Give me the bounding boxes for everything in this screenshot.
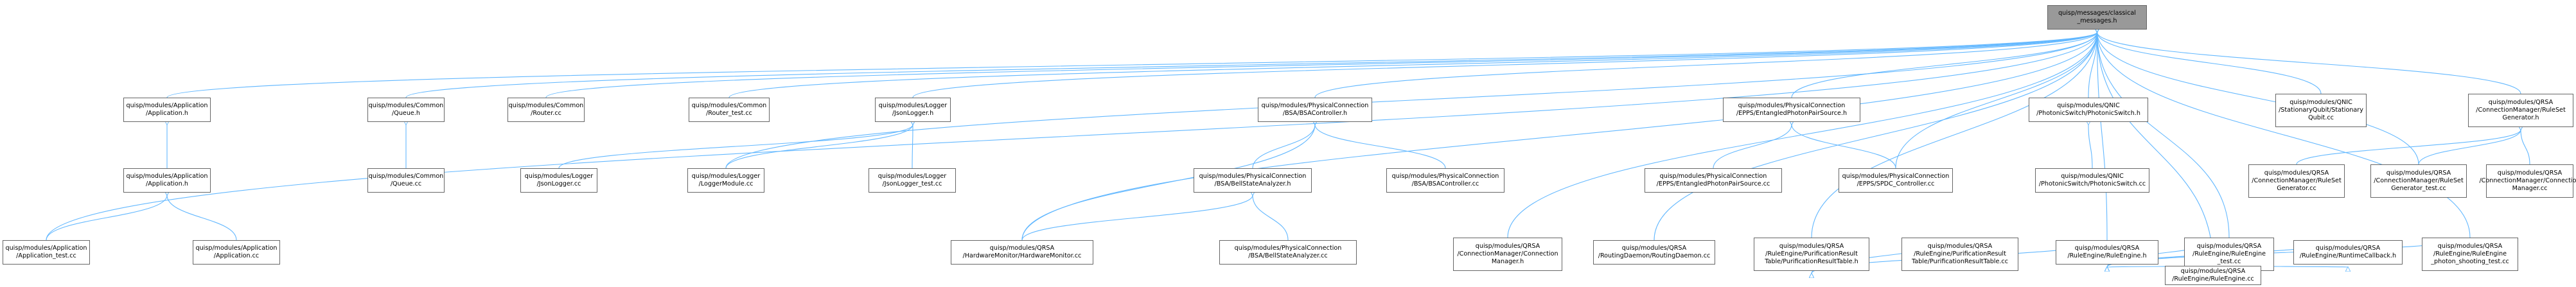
edge-re-cc-to-root	[2097, 32, 2214, 266]
node-cm-h[interactable]: quisp/modules/QRSA /ConnectionManager/Co…	[1453, 238, 1562, 271]
edge-cm-rulesetgen-cc-to-cm-rulesetgen-h	[2296, 130, 2521, 165]
node-purif-cc[interactable]: quisp/modules/QRSA /RuleEngine/Purificat…	[1901, 238, 2018, 271]
edge-routing-daemon-to-root	[1654, 32, 2097, 241]
node-common-queue-cc[interactable]: quisp/modules/Common /Queue.cc	[367, 168, 445, 193]
node-epps-cc[interactable]: quisp/modules/PhysicalConnection /EPPS/E…	[1645, 168, 1782, 193]
edge-qnic-stationary-to-root	[2097, 32, 2322, 94]
edge-bsa-analyzer-cc-to-bsa-analyzer-h	[1253, 195, 1289, 241]
edge-hw-monitor-to-root	[1021, 32, 2097, 241]
node-purif-h[interactable]: quisp/modules/QRSA /RuleEngine/Purificat…	[1754, 238, 1869, 271]
edge-bsa-controller-cc-to-bsa-controller-h	[1315, 125, 1446, 169]
edge-app-test-to-root	[46, 32, 2097, 241]
edge-hw-monitor-to-bsa-analyzer-h	[1021, 195, 1253, 241]
node-qnic-switch-cc[interactable]: quisp/modules/QNIC /PhotonicSwitch/Photo…	[2035, 168, 2149, 193]
node-re-test[interactable]: quisp/modules/QRSA /RuleEngine/RuleEngin…	[2184, 238, 2274, 271]
node-epps-h[interactable]: quisp/modules/PhysicalConnection /EPPS/E…	[1723, 98, 1860, 122]
node-bsa-analyzer-cc[interactable]: quisp/modules/PhysicalConnection /BSA/Be…	[1219, 240, 1357, 265]
edge-logger-test-to-logger-h	[912, 125, 913, 169]
node-re-h[interactable]: quisp/modules/QRSA /RuleEngine/RuleEngin…	[2056, 240, 2158, 265]
edge-spdc-to-epps-h	[1792, 125, 1896, 169]
edge-epps-cc-to-epps-h	[1713, 125, 1792, 169]
node-bsa-analyzer-h[interactable]: quisp/modules/PhysicalConnection /BSA/Be…	[1194, 168, 1312, 193]
edge-common-router-cc-to-root	[545, 32, 2097, 98]
edge-cm-rulesetgen-test-to-root	[2097, 32, 2419, 165]
node-hw-monitor[interactable]: quisp/modules/QRSA /HardwareMonitor/Hard…	[951, 240, 1093, 265]
edge-cm-cc-to-cm-rulesetgen-h	[2521, 130, 2530, 165]
node-logger-test[interactable]: quisp/modules/Logger /JsonLogger_test.cc	[869, 168, 956, 193]
edge-logger-cc-to-logger-h	[558, 125, 913, 169]
edge-logger-module-to-logger-h	[725, 125, 913, 169]
node-logger-h[interactable]: quisp/modules/Logger /JsonLogger.h	[875, 98, 951, 122]
edge-re-shooting-to-re-h	[2107, 237, 2471, 267]
node-common-router-test[interactable]: quisp/modules/Common /Router_test.cc	[689, 98, 770, 122]
node-root[interactable]: quisp/messages/classical _messages.h	[2047, 5, 2147, 30]
edge-purif-h-to-root	[1811, 32, 2097, 238]
edge-app-h-to-root	[166, 32, 2097, 98]
edge-common-queue-h-to-root	[405, 32, 2097, 98]
node-bsa-controller-h[interactable]: quisp/modules/PhysicalConnection /BSA/BS…	[1258, 98, 1372, 122]
edge-re-shooting-to-root	[2097, 32, 2471, 238]
edge-cm-rulesetgen-h-to-root	[2097, 32, 2521, 94]
node-re-callback-h[interactable]: quisp/modules/QRSA /RuleEngine/RuntimeCa…	[2293, 240, 2403, 265]
edge-common-router-test-to-root	[728, 32, 2097, 98]
edge-spdc-to-root	[1895, 32, 2097, 169]
node-qnic-switch-h[interactable]: quisp/modules/QNIC /PhotonicSwitch/Photo…	[2029, 98, 2148, 122]
node-app-h2[interactable]: quisp/modules/Application /Application.h	[123, 168, 211, 193]
node-cm-rulesetgen-cc[interactable]: quisp/modules/QRSA /ConnectionManager/Ru…	[2248, 164, 2345, 198]
node-bsa-controller-cc[interactable]: quisp/modules/PhysicalConnection /BSA/BS…	[1386, 168, 1504, 193]
node-cm-cc[interactable]: quisp/modules/QRSA /ConnectionManager/Co…	[2479, 164, 2576, 198]
node-re-shooting[interactable]: quisp/modules/QRSA /RuleEngine/RuleEngin…	[2422, 238, 2518, 271]
node-app-cc[interactable]: quisp/modules/Application /Application.c…	[193, 240, 280, 265]
node-cm-rulesetgen-test[interactable]: quisp/modules/QRSA /ConnectionManager/Ru…	[2370, 164, 2467, 198]
edge-app-test-to-app-h2	[46, 195, 167, 241]
node-app-h[interactable]: quisp/modules/Application /Application.h	[123, 98, 211, 122]
edge-re-h-to-root	[2097, 32, 2108, 241]
node-common-queue-h[interactable]: quisp/modules/Common /Queue.h	[367, 98, 445, 122]
node-qnic-stationary[interactable]: quisp/modules/QNIC /StationaryQubit/Stat…	[2275, 94, 2367, 127]
node-cm-rulesetgen-h[interactable]: quisp/modules/QRSA /ConnectionManager/Ru…	[2468, 94, 2573, 127]
node-common-router-cc[interactable]: quisp/modules/Common /Router.cc	[507, 98, 585, 122]
node-spdc[interactable]: quisp/modules/PhysicalConnection /EPPS/S…	[1839, 168, 1953, 193]
edge-qnic-switch-cc-to-qnic-switch-h	[2088, 125, 2093, 169]
edge-cm-h-to-root	[1507, 32, 2097, 238]
node-logger-module[interactable]: quisp/modules/Logger /LoggerModule.cc	[687, 168, 764, 193]
edge-logger-h-to-root	[912, 32, 2097, 98]
edge-hw-monitor-to-bsa-controller-h	[1021, 125, 1315, 241]
node-routing-daemon[interactable]: quisp/modules/QRSA /RoutingDaemon/Routin…	[1593, 240, 1715, 265]
edge-bsa-analyzer-h-to-bsa-controller-h	[1252, 125, 1315, 169]
node-app-test[interactable]: quisp/modules/Application /Application_t…	[3, 240, 90, 265]
node-re-cc[interactable]: quisp/modules/QRSA /RuleEngine/RuleEngin…	[2165, 266, 2261, 285]
edge-bsa-controller-h-to-root	[1314, 32, 2097, 98]
edge-app-cc-to-app-h2	[167, 195, 237, 241]
node-logger-cc[interactable]: quisp/modules/Logger /JsonLogger.cc	[520, 168, 597, 193]
edge-cm-rulesetgen-test-to-cm-rulesetgen-h	[2418, 130, 2521, 165]
edge-re-test-to-root	[2097, 32, 2230, 238]
